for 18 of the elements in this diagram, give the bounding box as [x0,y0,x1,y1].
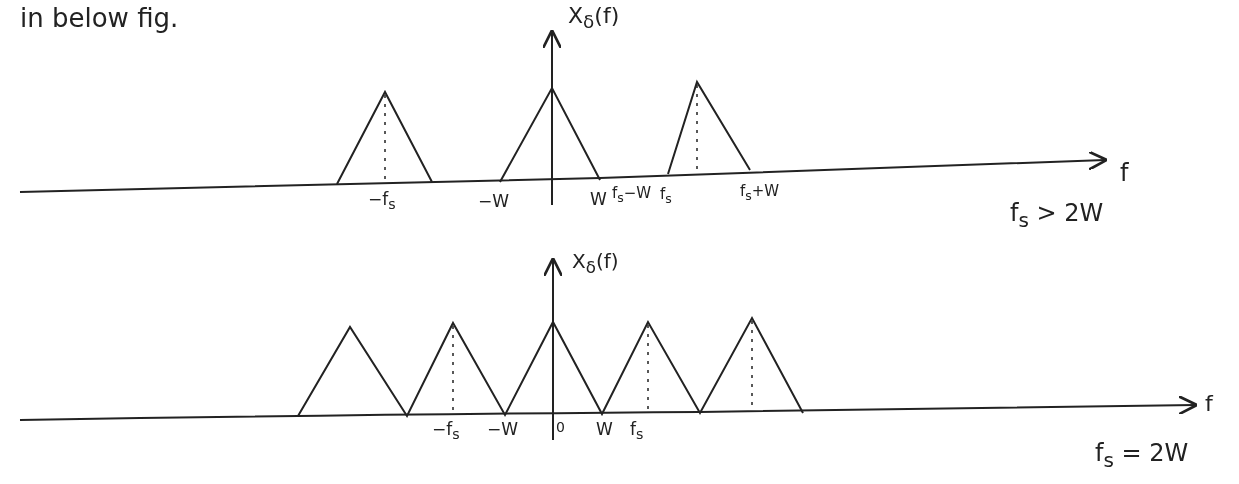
tick-label: −W [487,420,519,439]
axis-label: f [1205,392,1213,417]
tick-label: f$_{s}$ [660,186,672,206]
tick-label: −f$_{s}$ [368,190,396,213]
tick-label: f$_{s}$ [630,420,644,443]
axis-label: X$_{δ}$(f) [568,4,620,33]
axis-label: f [1120,160,1129,187]
tick-label: f$_{s}$+W [740,183,780,203]
tick-label: 0 [556,420,565,436]
tick-label: W [596,420,613,439]
condition-label: f$_{s}$ > 2W [1010,200,1104,231]
tick-label: W [590,190,607,209]
tick-label: −W [478,192,510,211]
tick-label: f$_{s}$−W [612,185,652,205]
note: in below fig. [20,4,179,33]
condition-label: f$_{s}$ = 2W [1095,440,1189,471]
tick-label: −f$_{s}$ [432,420,460,443]
axis-label: X$_{δ}$(f) [572,250,619,278]
